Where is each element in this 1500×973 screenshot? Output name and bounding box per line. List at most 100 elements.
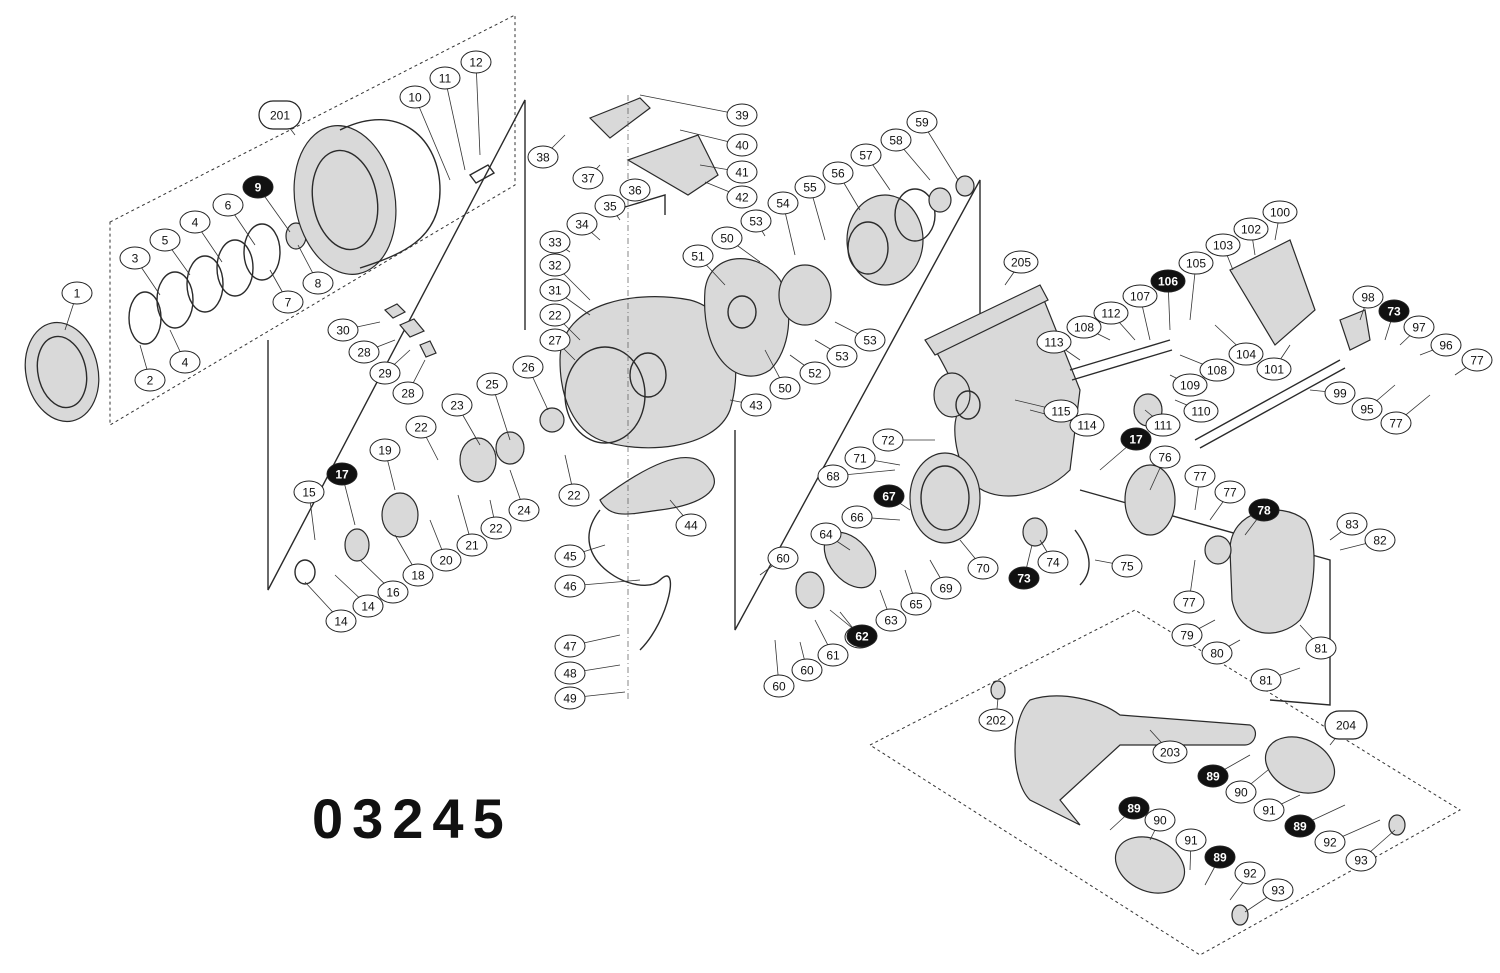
part-label-bubble <box>1066 315 1102 339</box>
part-label-91: 91 <box>1253 798 1285 822</box>
part-label-108: 108 <box>1066 315 1102 339</box>
part-label-bubble <box>441 393 473 417</box>
part-label-bubble <box>763 674 795 698</box>
part-label-44: 44 <box>675 513 707 537</box>
part-label-77: 77 <box>1380 411 1412 435</box>
part-label-bubble <box>1150 269 1186 293</box>
part-label-number: 23 <box>450 399 464 413</box>
part-label-number: 93 <box>1354 854 1368 868</box>
handle-assembly <box>990 680 1406 926</box>
part-label-61: 61 <box>817 643 849 667</box>
clutch-inner <box>344 528 370 562</box>
spool-clip-screw <box>468 164 496 184</box>
part-label-number: 11 <box>439 72 452 86</box>
part-label-bubble <box>873 484 905 508</box>
part-label-number: 4 <box>182 356 189 370</box>
part-label-number: 4 <box>192 216 199 230</box>
part-label-number: 36 <box>628 184 642 198</box>
part-label-number: 43 <box>749 399 763 413</box>
part-label-bubble <box>967 556 999 580</box>
part-label-bubble <box>675 513 707 537</box>
part-label-42: 42 <box>726 185 758 209</box>
part-label-bubble <box>872 428 904 452</box>
part-label-51: 51 <box>682 244 714 268</box>
part-label-number: 52 <box>808 367 822 381</box>
part-label-95: 95 <box>1351 397 1383 421</box>
part-label-bubble <box>711 226 743 250</box>
part-label-67: 67 <box>873 484 905 508</box>
part-label-bubble <box>1324 381 1356 405</box>
part-label-bubble <box>1149 445 1181 469</box>
part-label-bubble <box>1171 623 1203 647</box>
part-label-92: 92 <box>1234 861 1266 885</box>
part-label-24: 24 <box>508 498 540 522</box>
part-label-number: 34 <box>575 218 589 232</box>
part-label-number: 58 <box>889 134 903 148</box>
worm-shaft <box>1069 339 1173 381</box>
part-label-bubble <box>978 708 1014 732</box>
part-label-number: 61 <box>826 649 840 663</box>
part-label-number: 75 <box>1120 560 1134 574</box>
part-label-bubble <box>791 658 823 682</box>
part-label-bubble <box>258 100 302 130</box>
part-label-number: 45 <box>563 550 577 564</box>
part-label-bubble <box>1008 566 1040 590</box>
part-label-114: 114 <box>1069 413 1105 437</box>
part-label-55: 55 <box>794 175 826 199</box>
part-label-bubble <box>554 634 586 658</box>
part-label-101: 101 <box>1256 357 1292 381</box>
part-label-31: 31 <box>539 278 571 302</box>
part-label-bubble <box>327 318 359 342</box>
part-label-bubble <box>810 522 842 546</box>
part-label-16: 16 <box>377 580 409 604</box>
part-label-bubble <box>539 303 571 327</box>
part-label-38: 38 <box>527 145 559 169</box>
part-label-bubble <box>1152 740 1188 764</box>
part-label-number: 66 <box>850 511 864 525</box>
part-label-bubble <box>1253 798 1285 822</box>
part-label-58: 58 <box>880 128 912 152</box>
part-label-bubble <box>726 160 758 184</box>
part-label-number: 59 <box>915 116 929 130</box>
part-label-bubble <box>1111 554 1143 578</box>
bearing-78 <box>1204 535 1232 565</box>
part-label-18: 18 <box>402 563 434 587</box>
part-label-43: 43 <box>740 393 772 417</box>
part-label-73: 73 <box>1378 299 1410 323</box>
part-label-bubble <box>880 128 912 152</box>
part-label-26: 26 <box>512 355 544 379</box>
part-label-62: 62 <box>846 624 878 648</box>
part-label-8: 8 <box>302 271 334 295</box>
part-label-bubble <box>1197 764 1229 788</box>
part-label-77: 77 <box>1173 590 1205 614</box>
part-number-labels: 2011211109645312478394041423837363534333… <box>61 50 1493 902</box>
part-label-bubble <box>1403 315 1435 339</box>
part-label-bubble <box>456 533 488 557</box>
part-label-number: 6 <box>225 199 232 213</box>
part-label-60: 60 <box>767 546 799 570</box>
model-code: 03245 <box>312 787 513 850</box>
part-label-77: 77 <box>1184 464 1216 488</box>
part-label-28: 28 <box>348 340 380 364</box>
part-label-bubble <box>325 609 357 633</box>
part-label-bubble <box>405 415 437 439</box>
part-label-97: 97 <box>1403 315 1435 339</box>
part-label-number: 104 <box>1236 348 1256 362</box>
part-label-56: 56 <box>822 161 854 185</box>
part-label-bubble <box>1352 285 1384 309</box>
handle-lever-cap <box>1339 309 1371 351</box>
part-label-72: 72 <box>872 428 904 452</box>
bearing-retainer <box>846 194 924 286</box>
part-label-number: 39 <box>735 109 749 123</box>
part-label-bubble <box>1250 668 1282 692</box>
part-label-bubble <box>822 161 854 185</box>
part-label-11: 11 <box>429 66 461 90</box>
part-label-number: 65 <box>909 598 923 612</box>
part-label-number: 99 <box>1333 387 1347 401</box>
bearing-59 <box>955 175 975 197</box>
part-label-53: 53 <box>826 344 858 368</box>
part-label-83: 83 <box>1336 512 1368 536</box>
part-label-22: 22 <box>480 516 512 540</box>
part-label-bubble <box>1037 550 1069 574</box>
